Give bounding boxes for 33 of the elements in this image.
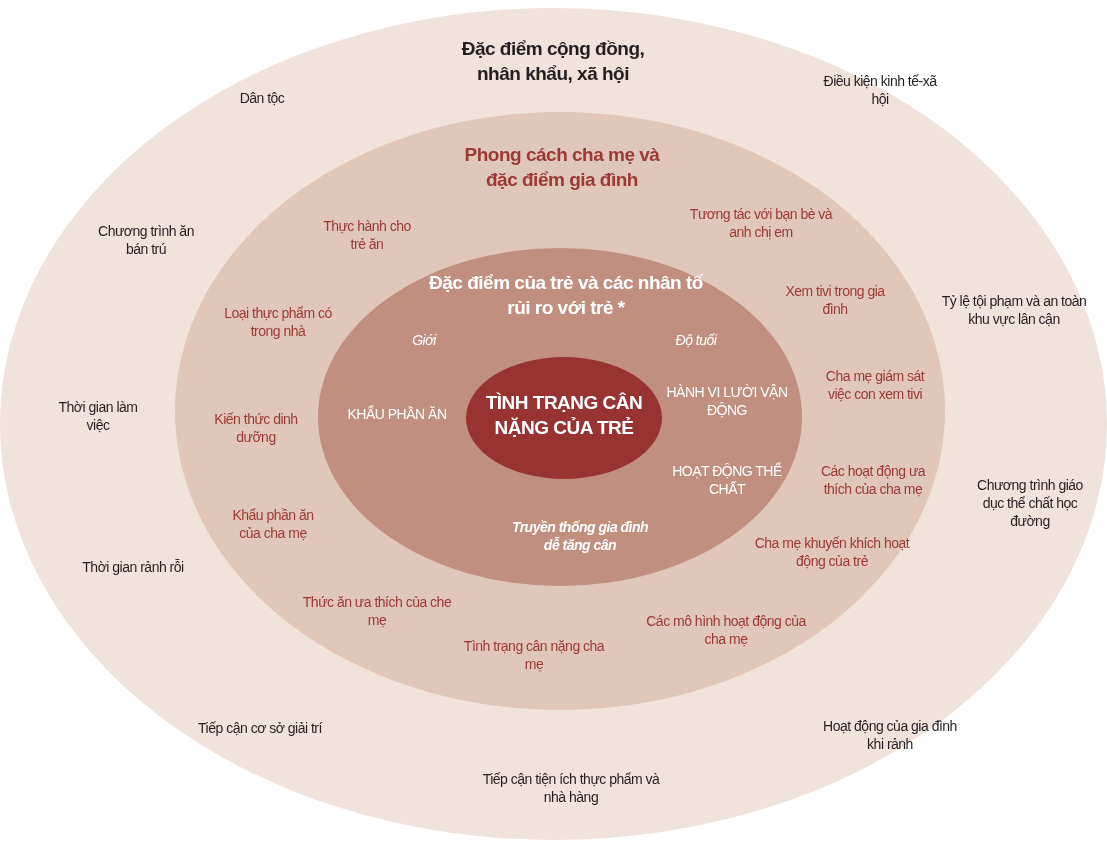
factor-label: Xem tivi trong gia đình [784,281,886,319]
factor-label: KHẨU PHẦN ĂN [346,404,448,424]
factor-label: Tình trạng cân nặng cha mẹ [462,636,606,674]
factor-label: Chương trình ăn bán trú [97,221,195,259]
factor-label: Cha mẹ khuyến khích hoạt động của trẻ [753,533,911,571]
factor-label: Hoạt động của gia đình khi rảnh [822,716,958,754]
factor-label: Các hoạt động ưa thích của cha mẹ [819,461,927,499]
factor-label: Giới [411,330,438,350]
factor-label: Tiếp cận cơ sở giải trí [197,718,323,738]
factor-label: Điều kiện kinh tế-xã hội [822,71,938,109]
factor-label: Các mô hình hoạt động của cha mẹ [645,611,808,649]
factor-label: Chương trình giáo dục thể chất học đường [976,475,1084,531]
factor-label: HOẠT ĐỘNG THỂ CHẤT [672,461,782,499]
factor-label: Cha mẹ giám sát việc con xem tivi [824,366,926,404]
factor-label: Kiến thức dinh dưỡng [213,409,299,447]
outer-ring [0,8,1107,840]
factor-label: Truyền thống gia đình dễ tăng cân [510,517,650,555]
ring-heading: Đặc điểm của trẻ và các nhân tố rủi ro với trẻ * [428,271,704,320]
factor-label: Thời gian làm việc [57,397,139,435]
factor-label: Khẩu phần ăn của cha mẹ [231,505,315,543]
factor-label: Thức ăn ưa thích của che mẹ [301,592,453,630]
factor-label: Thời gian rảnh rỗi [81,557,185,577]
factor-label: Loại thực phẩm có trong nhà [223,303,333,341]
factor-label: Tỷ lệ tội phạm và an toàn khu vực lân cận [940,291,1088,329]
factor-label: Tương tác với bạn bè và anh chị em [688,204,834,242]
factor-label: Thực hành cho trẻ ăn [322,216,412,254]
ring-heading: Đặc điểm cộng đồng, nhân khẩu, xã hội [460,37,646,86]
center-title: TÌNH TRẠNG CÂN NẶNG CỦA TRẺ [484,391,644,440]
factor-label: Độ tuổi [674,330,718,350]
factor-label: Dân tộc [238,88,286,108]
factor-label: HÀNH VI LƯỜI VẬN ĐỘNG [665,382,789,420]
ring-heading: Phong cách cha mẹ và đặc điểm gia đình [463,143,661,192]
factor-label: Tiếp cận tiện ích thực phẩm và nhà hàng [481,769,661,807]
